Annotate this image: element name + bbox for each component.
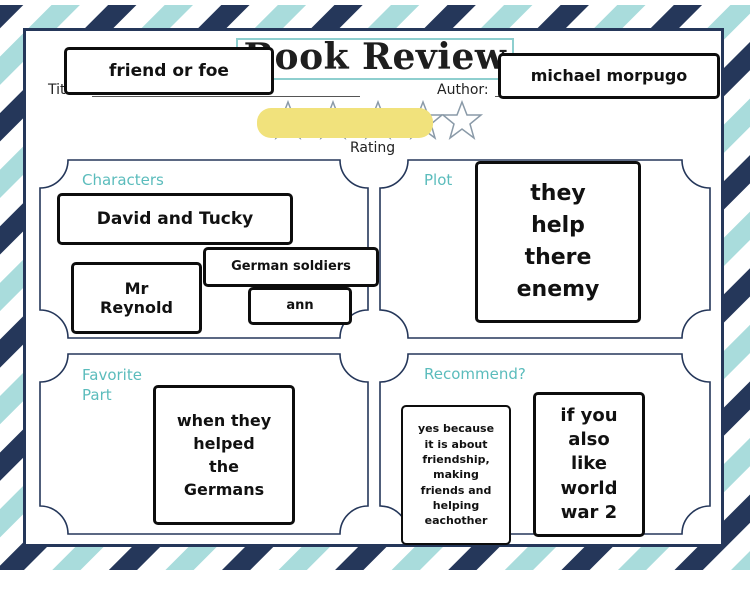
- author-label: Author:: [437, 82, 489, 98]
- favorite-part-answer: when they helped the Germans: [153, 385, 295, 525]
- character-answer: David and Tucky: [57, 193, 293, 245]
- characters-panel: [39, 159, 369, 339]
- plot-heading: Plot: [424, 171, 453, 189]
- recommend-condition-answer: if you also like world war 2: [533, 392, 645, 537]
- title-answer: friend or foe: [64, 47, 274, 95]
- recommend-heading: Recommend?: [424, 365, 526, 383]
- plot-answer: they help there enemy: [475, 161, 641, 323]
- rating-label: Rating: [350, 140, 396, 156]
- character-answer: ann: [248, 287, 352, 325]
- plot-panel: [379, 159, 711, 339]
- page-title: Book Review: [243, 36, 507, 78]
- star-icon: [440, 100, 484, 140]
- recommend-reason-answer: yes because it is about friendship, maki…: [401, 405, 511, 545]
- character-answer: Mr Reynold: [71, 262, 202, 334]
- characters-heading: Characters: [82, 171, 164, 189]
- title-line: [92, 96, 360, 97]
- recommend-panel: [379, 353, 711, 535]
- yellow-highlight-mark: [257, 108, 433, 138]
- character-answer: German soldiers: [203, 247, 379, 287]
- favorite-part-panel: [39, 353, 369, 535]
- favorite-part-heading: Favorite Part: [82, 366, 142, 404]
- author-answer: michael morpugo: [498, 53, 720, 99]
